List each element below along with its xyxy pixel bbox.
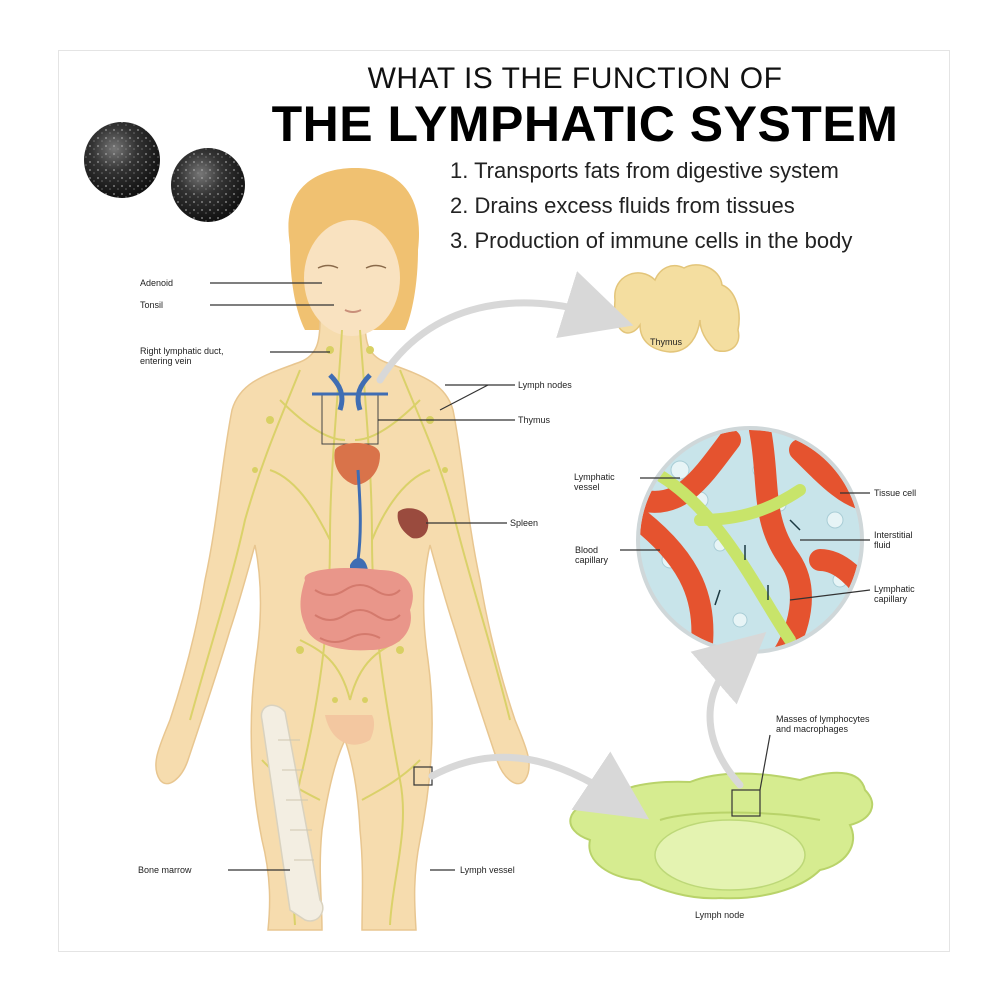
label-blood-capillary-line1: Blood	[575, 545, 599, 555]
title-line-1: WHAT IS THE FUNCTION OF	[367, 62, 783, 95]
label-masses-line1: Masses of lymphocytes	[776, 714, 870, 724]
label-masses-lymphocytes: Masses of lymphocytes and macrophages	[776, 714, 870, 734]
tissue-capillary-inset	[636, 426, 864, 654]
label-blood-capillary-line2: capillary	[575, 555, 609, 565]
label-lymphatic-vessel: Lymphatic vessel	[574, 472, 615, 492]
label-right-duct-line1: Right lymphatic duct,	[140, 346, 224, 356]
label-tonsil: Tonsil	[140, 300, 164, 310]
label-interstitial-line2: fluid	[874, 540, 891, 550]
label-bone-marrow: Bone marrow	[138, 865, 192, 875]
lymph-node-illustration	[569, 771, 874, 900]
thymus-inset-illustration	[613, 264, 740, 353]
label-lymph-node: Lymph node	[695, 910, 745, 920]
function-item-1: 1. Transports fats from digestive system	[450, 158, 839, 183]
label-thymus: Thymus	[518, 415, 551, 425]
label-thymus-inset: Thymus	[650, 337, 683, 347]
label-masses-line2: and macrophages	[776, 724, 849, 734]
connector-arrows	[376, 271, 767, 820]
label-adenoid: Adenoid	[140, 278, 174, 288]
label-lymphatic-capillary: Lymphatic capillary	[874, 584, 915, 604]
label-spleen: Spleen	[510, 518, 539, 528]
label-lymph-vessel: Lymph vessel	[460, 865, 515, 875]
label-lymphatic-vessel-line1: Lymphatic	[574, 472, 615, 482]
function-item-2: 2. Drains excess fluids from tissues	[450, 193, 795, 218]
label-lymph-nodes: Lymph nodes	[518, 380, 572, 390]
page-title: THE LYMPHATIC SYSTEM	[271, 96, 899, 152]
bead-icon-right	[171, 148, 245, 222]
label-right-duct-line2: entering vein	[140, 356, 192, 366]
label-lymphatic-capillary-line1: Lymphatic	[874, 584, 915, 594]
label-lymphatic-capillary-line2: capillary	[874, 594, 908, 604]
label-right-duct: Right lymphatic duct, entering vein	[140, 346, 224, 366]
label-lymphatic-vessel-line2: vessel	[574, 482, 600, 492]
label-leader-lines	[210, 282, 871, 871]
human-body-figure	[155, 168, 530, 931]
bead-icon-left	[84, 122, 160, 198]
label-interstitial-line1: Interstitial	[874, 530, 913, 540]
function-item-3: 3. Production of immune cells in the bod…	[450, 228, 853, 253]
label-blood-capillary: Blood capillary	[575, 545, 608, 565]
label-interstitial-fluid: Interstitial fluid	[874, 530, 913, 550]
label-tissue-cell: Tissue cell	[874, 488, 917, 498]
